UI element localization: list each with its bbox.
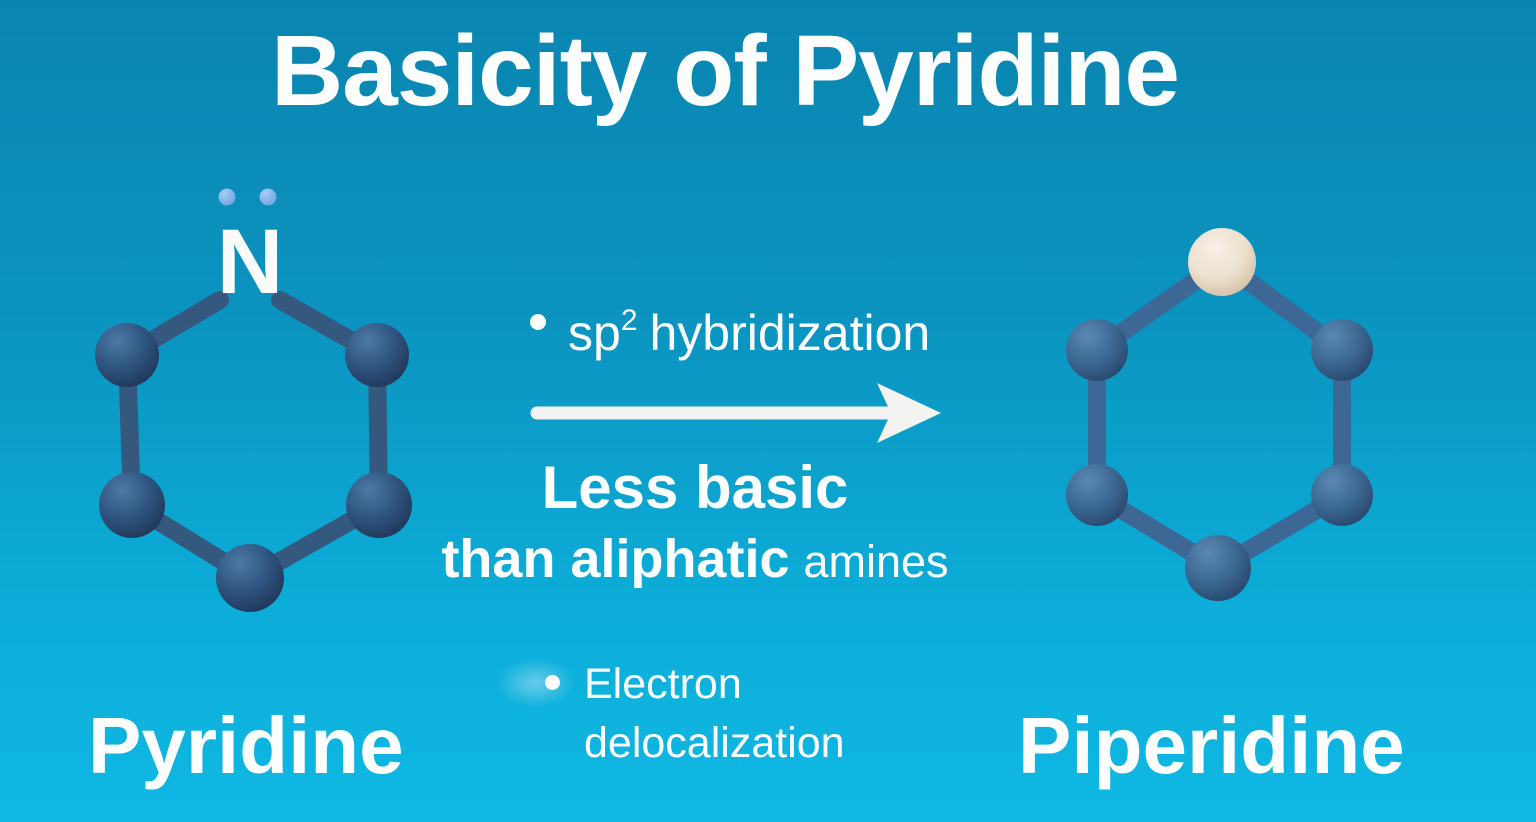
carbon-atom xyxy=(1185,535,1251,601)
sp2-superscript: 2 xyxy=(620,304,638,337)
less-basic-caption: Less basic than aliphatic amines xyxy=(370,454,1020,587)
less-basic-line1: Less basic xyxy=(541,454,849,521)
carbon-atom xyxy=(1066,319,1128,381)
page-title: Basicity of Pyridine xyxy=(270,15,1180,127)
pyridine-bonds xyxy=(118,291,388,587)
sp2-rest: hybridization xyxy=(649,305,931,361)
piperidine-molecule xyxy=(1066,228,1373,601)
sp2-hybridization-text: sp2 hybridization xyxy=(568,290,930,364)
electron-line2: delocalization xyxy=(584,719,845,767)
carbon-atom xyxy=(1311,319,1373,381)
less-basic-line2-tail: amines xyxy=(803,536,949,587)
arrow-head xyxy=(877,383,941,443)
piperidine-label: Piperidine xyxy=(1018,701,1405,790)
nitrogen-label: N xyxy=(217,211,283,313)
sp2-hybridization-bullet: sp2 hybridization xyxy=(530,290,930,364)
carbon-atom xyxy=(345,323,409,387)
electron-delocalization-text: Electron delocalization xyxy=(584,655,845,773)
carbon-atom xyxy=(95,323,159,387)
lone-pair-dots-icon xyxy=(218,188,277,206)
pyridine-molecule: N xyxy=(95,188,412,612)
bullet-dot-icon xyxy=(530,314,546,330)
right-arrow-icon xyxy=(530,383,941,443)
carbon-atom xyxy=(1066,464,1128,526)
less-basic-line2: than aliphatic amines xyxy=(370,532,1020,586)
bullet-dot-icon xyxy=(545,675,560,690)
piperidine-bonds xyxy=(1088,253,1351,577)
carbon-atom xyxy=(346,472,412,538)
less-basic-line2-main: than aliphatic xyxy=(441,529,790,589)
sp2-prefix: sp xyxy=(568,305,621,361)
electron-delocalization-bullet: Electron delocalization xyxy=(545,655,845,773)
nh-sphere-icon xyxy=(1188,228,1256,296)
carbon-atom xyxy=(1311,464,1373,526)
carbon-atom xyxy=(99,472,165,538)
lone-pair-dot xyxy=(259,188,277,206)
pyridine-label: Pyridine xyxy=(88,701,404,790)
electron-line1: Electron xyxy=(584,660,742,708)
highlight-smudge xyxy=(496,658,576,708)
lone-pair-dot xyxy=(218,188,236,206)
carbon-atom xyxy=(216,544,284,612)
